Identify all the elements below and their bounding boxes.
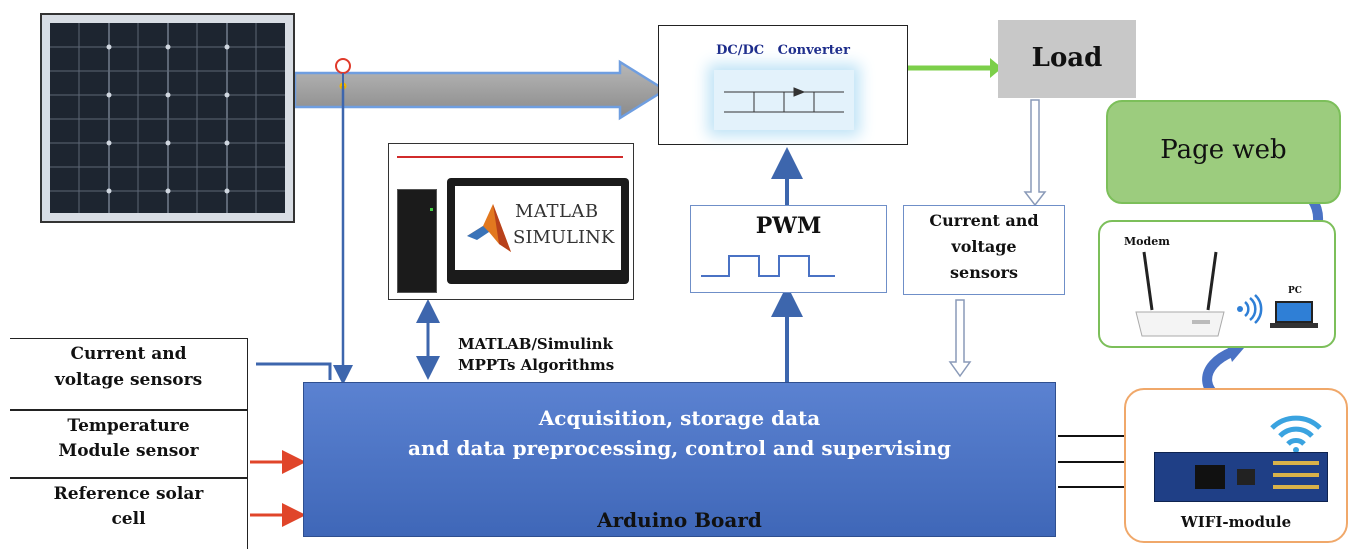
output-sensors-block: Current and voltage sensors [903,205,1065,295]
modem-label: Modem [1124,235,1170,248]
arduino-board-block: Acquisition, storage data and data prepr… [303,382,1056,537]
pc-label: PC [1288,286,1302,296]
input-2-line2: cell [111,509,146,529]
input-sensor-arrow [256,362,332,380]
matlab-logo-icon [467,204,511,252]
solar-panel-image [40,13,295,223]
modem-pc-block: Modem PC [1098,220,1336,348]
load-to-sensors-arrow [1023,99,1047,207]
input-1-line2: Module sensor [58,441,199,461]
output-sensors-line2: voltage [951,237,1017,256]
output-sensors-line1: Current and [929,211,1039,230]
pwm-waveform-icon [701,255,835,277]
measure-point-icon [335,58,351,74]
pwm-label: PWM [755,213,822,239]
matlab-caption-line2: MPPTs Algorithms [458,356,615,374]
load-label: Load [1031,43,1103,73]
page-web-block: Page web [1106,100,1341,204]
power-arrow [293,59,668,121]
wifi-signal-icon [1270,415,1322,453]
router-icon [1135,251,1225,337]
input-reference-solar-cell: Reference solar cell [10,478,248,549]
matlab-caption-line1: MATLAB/Simulink [458,335,613,353]
pwm-block: PWM [690,205,887,293]
converter-label: DC/DC Converter [716,43,850,58]
laptop-icon [1270,301,1318,328]
input-temperature-sensor: Temperature Module sensor [10,410,248,478]
input-0-line1: Current and [70,344,187,364]
solar-panel-icon [50,23,285,213]
simulink-logo-text: SIMULINK [513,227,615,248]
page-web-label: Page web [1160,135,1287,165]
monitor-icon: MATLAB SIMULINK [447,178,629,284]
arduino-text-line1: Acquisition, storage data [538,406,821,430]
esp-module-icon [1154,452,1328,502]
matlab-simulink-image: MATLAB SIMULINK [388,143,634,300]
matlab-logo-text: MATLAB [515,201,599,222]
arduino-text-line2: and data preprocessing, control and supe… [408,436,951,460]
input-2-line1: Reference solar [53,484,204,504]
wireless-signal-icon [1237,294,1263,324]
wifi-module-label: WIFI-module [1180,513,1292,531]
output-sensors-line3: sensors [950,263,1018,282]
input-current-voltage-sensors: Current and voltage sensors [10,338,248,410]
computer-tower-icon [397,189,437,293]
arduino-board-label: Arduino Board [597,508,762,532]
wifi-module-block: WIFI-module [1124,388,1348,543]
load-block: Load [998,20,1136,98]
sensors-to-arduino-arrow [948,299,972,378]
input-1-line1: Temperature [67,416,190,436]
converter-circuit-icon [714,70,854,130]
dcdc-converter-block: DC/DC Converter [658,25,908,145]
input-0-line2: voltage sensors [54,370,203,390]
